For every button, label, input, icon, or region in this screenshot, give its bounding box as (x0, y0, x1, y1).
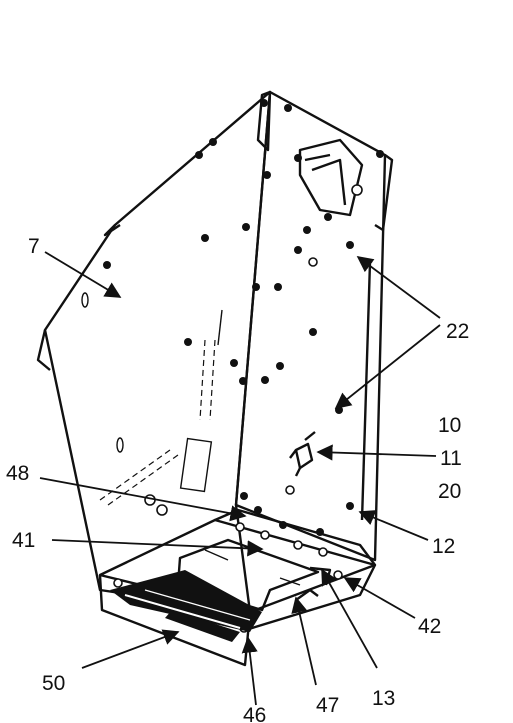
left-side-panel (38, 92, 270, 612)
callout-42: 42 (418, 615, 441, 638)
leader-48 (40, 478, 245, 516)
callout-10: 10 (438, 414, 461, 437)
callout-46: 46 (243, 704, 266, 723)
callout-22: 22 (446, 320, 469, 343)
leader-13 (322, 570, 377, 668)
callout-13: 13 (372, 687, 395, 710)
wing-nut (290, 432, 315, 476)
leader-46 (248, 638, 256, 705)
callout-11: 11 (440, 447, 462, 470)
leader-7 (45, 252, 120, 297)
callout-47: 47 (316, 694, 339, 717)
callout-7: 7 (28, 235, 40, 258)
leader-50 (82, 632, 178, 668)
leader-12 (360, 512, 428, 540)
callout-20: 20 (438, 480, 461, 503)
leader-42 (345, 578, 415, 618)
leader-22b (336, 325, 440, 408)
bottom-tray (100, 510, 375, 665)
callout-50: 50 (42, 672, 65, 695)
callout-41: 41 (12, 529, 35, 552)
callout-48: 48 (6, 462, 29, 485)
callout-12: 12 (432, 535, 455, 558)
rear-panel (230, 92, 392, 560)
